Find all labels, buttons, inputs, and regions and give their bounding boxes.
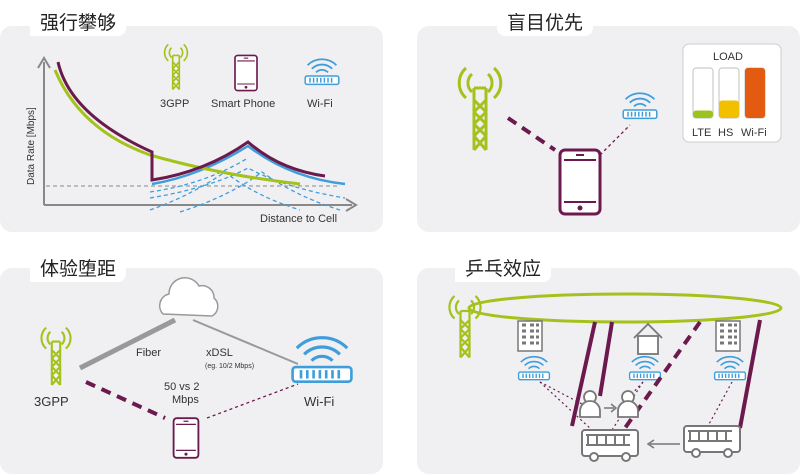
load-bar-fill bbox=[719, 100, 739, 118]
x-axis-label: Distance to Cell bbox=[260, 213, 337, 225]
wifi-icon bbox=[713, 355, 747, 381]
legend-wifi: Wi-Fi bbox=[307, 98, 333, 110]
house-icon bbox=[633, 322, 663, 355]
legend-3gpp: 3GPP bbox=[160, 98, 189, 110]
phone-icon bbox=[234, 54, 258, 92]
phone-icon bbox=[172, 417, 200, 459]
building-icon bbox=[516, 319, 544, 353]
wifi-label: Wi-Fi bbox=[304, 394, 334, 409]
y-axis-label: Data Rate [Mbps] bbox=[26, 107, 37, 185]
speed-label-2: Mbps bbox=[172, 394, 199, 406]
speed-label-1: 50 vs 2 bbox=[164, 381, 199, 393]
link-dotted bbox=[599, 124, 631, 156]
phone-icon bbox=[558, 148, 602, 216]
load-label-hs: HS bbox=[718, 127, 733, 139]
xdsl-note: (eg. 10/2 Mbps) bbox=[205, 363, 254, 370]
panel-title: 乒乓效应 bbox=[455, 256, 552, 282]
tower-icon bbox=[457, 66, 503, 152]
panel-title: 盲目优先 bbox=[497, 10, 594, 36]
cloud-icon bbox=[158, 277, 219, 317]
load-bar-fill bbox=[745, 68, 765, 118]
wifi-icon bbox=[291, 336, 353, 384]
panel-title: 强行攀够 bbox=[30, 10, 127, 36]
load-label-wifi: Wi-Fi bbox=[741, 127, 767, 139]
gpp-label: 3GPP bbox=[34, 394, 69, 409]
arrow-head bbox=[646, 439, 655, 449]
fiber-label: Fiber bbox=[136, 347, 161, 359]
xdsl-link bbox=[192, 319, 299, 365]
panel-title: 体验堕距 bbox=[30, 256, 127, 282]
bus-icon bbox=[683, 425, 741, 458]
link-dotted bbox=[206, 383, 299, 419]
coverage-ellipse bbox=[467, 292, 783, 324]
load-title: LOAD bbox=[713, 51, 743, 63]
link-dashed bbox=[85, 380, 166, 420]
wifi-icon bbox=[622, 92, 658, 120]
bus-icon bbox=[581, 429, 639, 462]
wifi-icon bbox=[517, 355, 551, 381]
load-bars bbox=[692, 67, 766, 119]
link-solid bbox=[598, 321, 614, 397]
person-icon bbox=[579, 390, 601, 418]
tower-icon bbox=[163, 43, 189, 91]
arrow-head bbox=[610, 403, 618, 413]
link-solid bbox=[738, 319, 762, 429]
link-dashed bbox=[506, 116, 557, 152]
wifi-icon bbox=[628, 355, 662, 381]
building-icon bbox=[714, 319, 742, 353]
load-label-lte: LTE bbox=[692, 127, 711, 139]
load-bar-fill bbox=[693, 110, 713, 118]
wifi-links bbox=[539, 381, 733, 431]
wifi-icon bbox=[304, 58, 340, 86]
tower-icon bbox=[40, 326, 72, 387]
link-solid bbox=[570, 321, 597, 427]
data-rate-chart bbox=[37, 56, 358, 213]
fiber-link bbox=[78, 317, 177, 371]
xdsl-label: xDSL bbox=[206, 347, 233, 359]
legend-smartphone: Smart Phone bbox=[211, 98, 275, 110]
